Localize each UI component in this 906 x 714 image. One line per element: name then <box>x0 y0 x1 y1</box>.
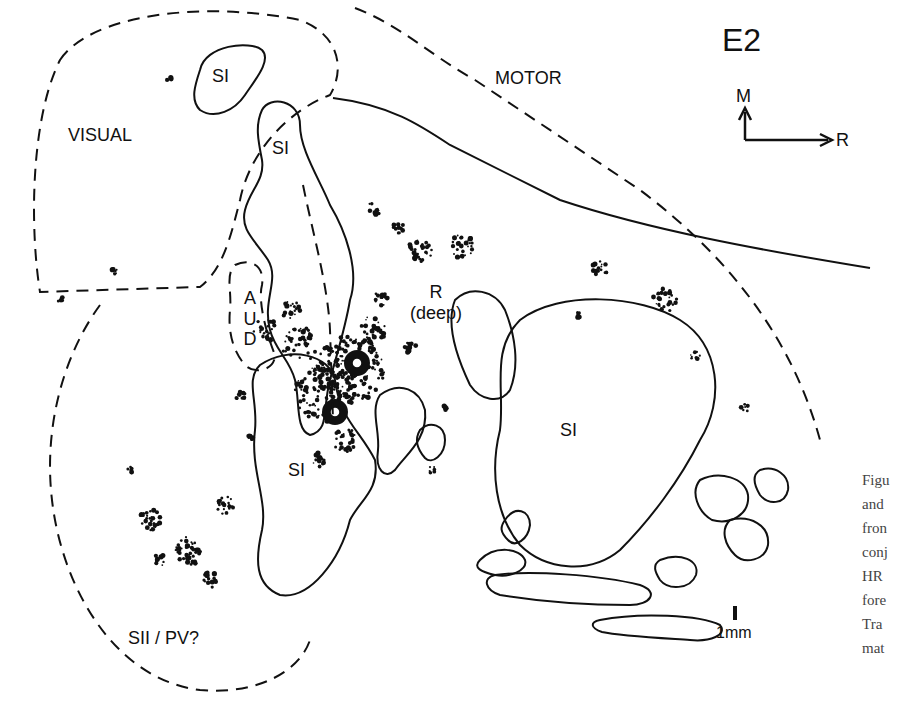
caption-fragment: fron <box>862 520 887 537</box>
cortical-area: A U D <box>218 255 283 380</box>
cortical-area: SI <box>245 340 380 605</box>
area-label: A U D <box>241 288 259 350</box>
hrp-label <box>57 75 750 589</box>
area-outline <box>325 0 906 450</box>
cortical-area: SII / PV? <box>40 300 315 700</box>
caption-fragment: Tra <box>862 616 882 633</box>
area-outline <box>245 340 380 605</box>
area-label: SI <box>560 420 577 441</box>
scale-label: 1mm <box>716 624 752 642</box>
caption-fragment: mat <box>862 640 885 657</box>
caption-fragment: fore <box>862 592 886 609</box>
area-label: SII / PV? <box>128 628 199 649</box>
scale-bar <box>733 606 737 620</box>
area-label: SI <box>272 138 289 159</box>
cortical-area: SI <box>185 38 277 126</box>
area-label: SI <box>288 460 305 481</box>
cortical-area: MOTOR <box>325 0 906 450</box>
caption-fragment: conj <box>862 544 888 561</box>
area-label: SI <box>212 66 229 87</box>
unlabeled-areas <box>375 291 788 640</box>
cortical-area: VISUAL <box>20 5 350 300</box>
area-outline <box>185 38 277 126</box>
caption-fragment: HR <box>862 568 883 585</box>
panel-label: E2 <box>722 22 761 59</box>
area-label: MOTOR <box>495 68 562 89</box>
axis-label: R <box>836 130 849 151</box>
cortical-area: SI <box>480 288 730 580</box>
area-outline <box>20 5 350 300</box>
axis-arrows <box>739 108 832 146</box>
area-label: VISUAL <box>68 125 132 146</box>
area-label: R (deep) <box>405 282 467 323</box>
area-outline <box>480 288 730 580</box>
caption-fragment: and <box>862 496 884 513</box>
axis-label: M <box>736 86 751 107</box>
caption-fragment: Figu <box>862 472 890 489</box>
